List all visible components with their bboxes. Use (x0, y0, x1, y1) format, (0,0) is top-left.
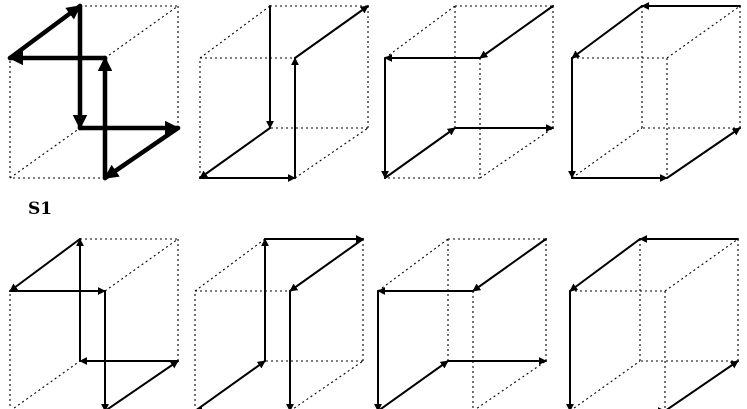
cube-edge (104, 238, 179, 292)
path-arrow (294, 5, 369, 59)
cube-panel-3 (381, 5, 554, 179)
cube-edge (384, 5, 456, 59)
cube-edge (104, 5, 179, 59)
cube-panel-4 (568, 2, 741, 182)
path-arrow (666, 127, 741, 179)
cube-edge (571, 127, 643, 179)
path-arrow (7, 3, 83, 61)
path-arrow (666, 360, 739, 409)
cube-panel-2 (199, 5, 369, 182)
cube-edge (9, 127, 81, 179)
cube-edge (291, 360, 364, 409)
cube-edge (664, 238, 739, 292)
path-arrow (9, 238, 81, 292)
path-arrow (379, 360, 449, 409)
path-arrow (569, 238, 641, 292)
cube-panel-8 (566, 235, 739, 409)
path-arrow (106, 360, 179, 409)
cube-edge (377, 238, 449, 292)
cube-edge (11, 360, 81, 409)
cube-panel-7 (374, 238, 547, 409)
path-arrow (196, 360, 266, 409)
cube-edge (479, 127, 554, 179)
cube-panel-1 (7, 3, 181, 181)
cube-panel-6 (194, 235, 364, 409)
cube-panel-5 (9, 238, 179, 409)
path-arrow (102, 125, 181, 181)
cube-1-label: S1 (28, 199, 52, 219)
cube-edge (199, 5, 271, 59)
path-arrow (384, 127, 456, 179)
path-arrow (289, 238, 364, 292)
cube-edge (571, 360, 641, 409)
cube-edge (666, 5, 741, 59)
cube-edge (474, 360, 547, 409)
cube-edge (194, 238, 266, 292)
path-arrow (571, 5, 643, 59)
cube-edge (294, 127, 369, 179)
path-arrow (472, 238, 547, 292)
path-arrow (479, 5, 554, 59)
path-arrow (199, 127, 271, 179)
